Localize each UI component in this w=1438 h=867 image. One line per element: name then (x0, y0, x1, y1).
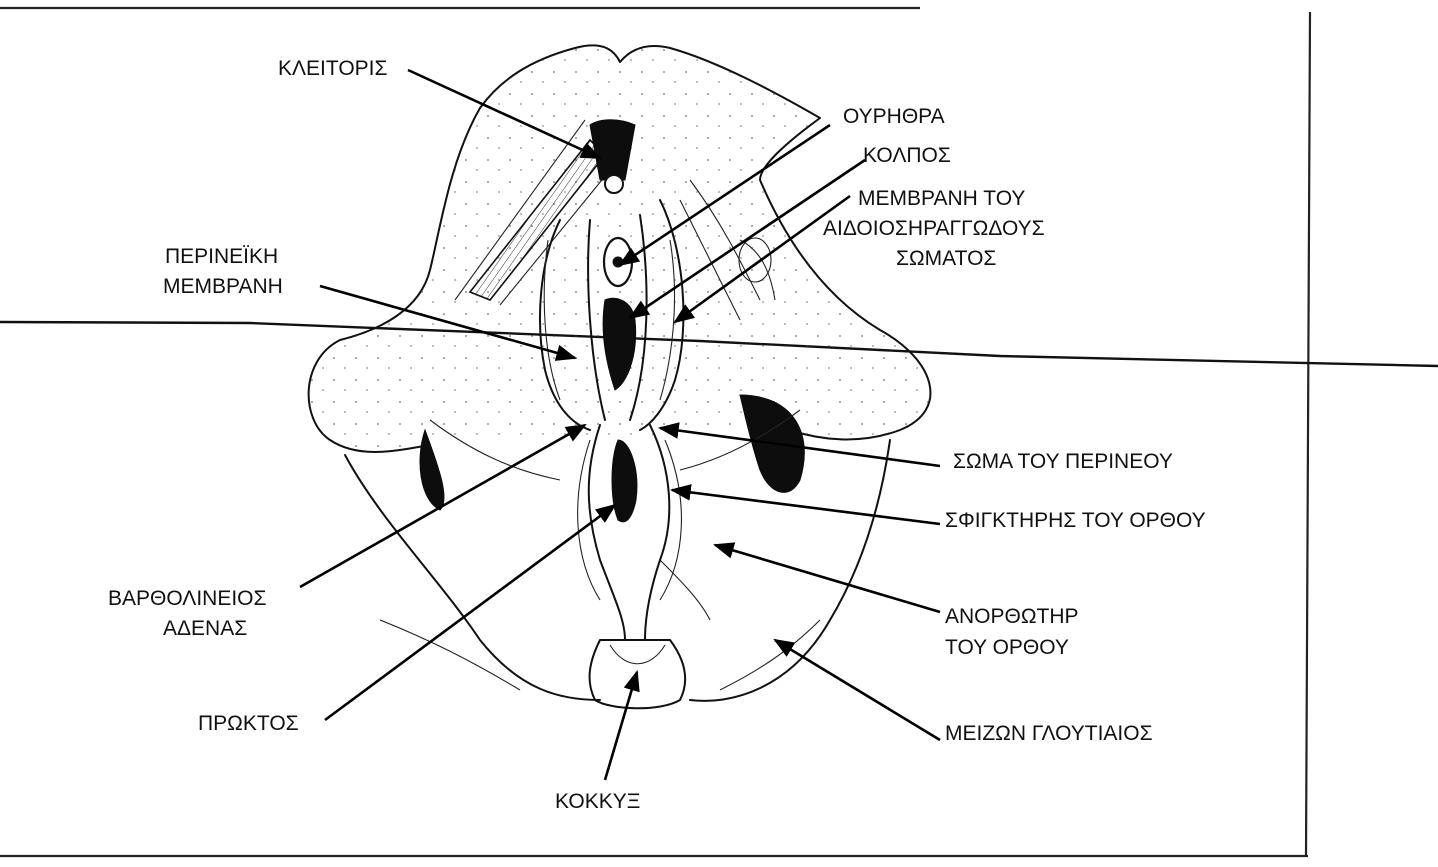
label-anus: ΠΡΩΚΤΟΣ (198, 712, 299, 735)
label-gluteus-maximus: ΜΕΙΖΩΝ ΓΛΟΥΤΙΑΙΟΣ (945, 722, 1153, 745)
label-levator-ani-line2: ΤΟΥ ΟΡΘΟΥ (945, 636, 1069, 659)
label-perineal-membrane-line1: ΠΕΡΙΝΕΪΚΗ (165, 245, 278, 268)
label-perineal-membrane-line2: ΜΕΜΒΡΑΝΗ (163, 275, 283, 298)
label-urethra: ΟΥΡΗΘΡΑ (843, 105, 945, 128)
label-anal-sphincter: ΣΦΙΓΚΤΗΡΗΣ ΤΟΥ ΟΡΘΟΥ (945, 509, 1206, 532)
label-membrane-corpus-line1: ΜΕΜΒΡΑΝΗ ΤΟΥ (858, 187, 1025, 210)
label-coccyx: ΚΟΚΚΥΞ (555, 790, 640, 813)
label-membrane-corpus-line3: ΣΩΜΑΤΟΣ (896, 247, 996, 270)
label-clitoris: ΚΛΕΙΤΟΡΙΣ (278, 57, 387, 80)
label-vagina: ΚΟΛΠΟΣ (863, 144, 951, 167)
anal-region (578, 425, 686, 708)
label-levator-ani-line1: ΑΝΟΡΘΩΤΗΡ (945, 605, 1079, 628)
label-bartholin-line2: ΑΔΕΝΑΣ (163, 617, 247, 640)
label-membrane-corpus-line2: ΑΙΔΟΙΟΣΗΡΑΓΓΩΔΟΥΣ (823, 217, 1045, 240)
label-bartholin-line1: ΒΑΡΘΟΛΙΝΕΙΟΣ (108, 587, 267, 610)
label-perineal-body: ΣΩΜΑ ΤΟΥ ΠΕΡΙΝΕΟΥ (953, 450, 1173, 473)
